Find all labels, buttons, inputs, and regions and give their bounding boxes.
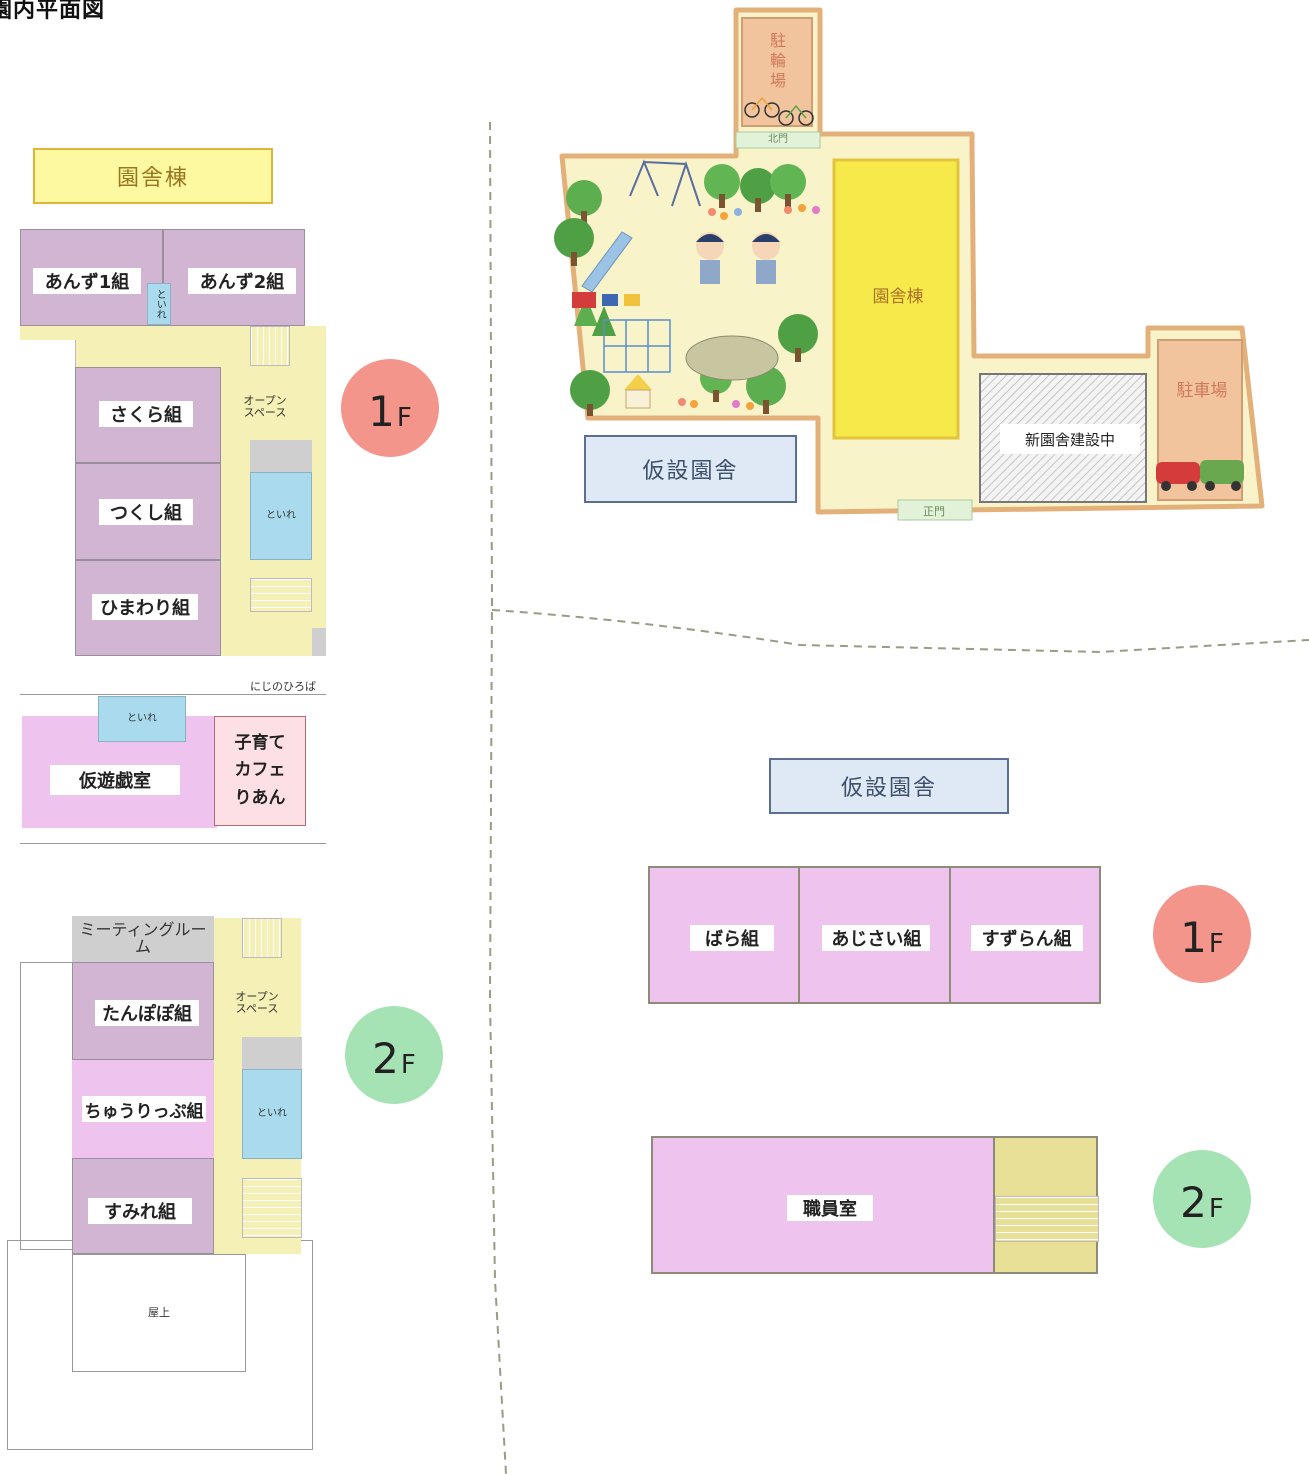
badge-number: 1 [1180,913,1207,962]
label-site-main-building: 園舎棟 [872,287,924,308]
site-map-illustration [554,7,1265,521]
label-tulip: ちゅうりっぷ組 [82,1096,206,1122]
badge-number: 1 [368,387,395,436]
room-suzuran: すずらん組 [950,868,1099,1002]
badge-number: 2 [1180,1178,1207,1227]
toy-train [572,292,640,308]
label-north-gate[interactable]: 北門 [768,133,788,145]
label-playroom: 仮遊戯室 [50,765,180,795]
stairs-2f [242,1178,302,1238]
stairs-temp-2f [995,1138,1099,1272]
storage-2f [242,1037,302,1069]
label-ajisai: あじさい組 [822,925,931,951]
badge-unit: F [1208,1194,1224,1225]
badge-unit: F [396,403,412,434]
label-bicycle-parking: 駐 輪 場 [769,31,786,90]
label-bara: ばら組 [690,925,774,951]
temp-building-2f-plan: 職員室 [651,1136,1099,1274]
main-gate-mark [897,499,973,521]
badge-temp-2f: 2 F [1153,1150,1251,1248]
toilet-right: といれ [250,472,312,560]
stairs-1f [250,578,312,612]
temp-building-1f-plan: ばら組 あじさい組 すずらん組 [648,866,1101,1004]
room-bara: ばら組 [650,868,801,1002]
badge-unit: F [400,1050,416,1081]
badge-main-1f: 1 F [341,359,439,457]
main-building-block [832,158,960,440]
north-gate-mark [735,131,821,149]
label-car-parking: 駐車場 [1176,381,1228,402]
badge-main-2f: 2 F [345,1006,443,1104]
badge-number: 2 [372,1034,399,1083]
niji-no-hiroba: にじのひろば [250,680,316,694]
label-tanpopo: たんぽぽ組 [95,1000,199,1026]
label-sumire: すみれ組 [88,1198,192,1224]
room-cafe: 子育て カフェ りあん [214,716,306,826]
label-sakura: さくら組 [99,401,193,427]
stairs-top [250,326,290,366]
cars [1156,460,1244,491]
room-staff: 職員室 [653,1138,995,1272]
badge-unit: F [1208,929,1224,960]
flowers [678,204,820,410]
toilet-top: といれ [147,283,171,325]
outer-wall [20,340,76,656]
badge-temp-1f: 1 F [1153,885,1251,983]
label-site-temp-building: 仮設園舎 [584,435,797,503]
swings [629,159,701,207]
jungle-gym [603,319,671,373]
page-title: 園内平面図 [0,0,106,23]
label-construction: 新園舎建設中 [1000,424,1140,454]
open-space-1f: オープン スペース [243,394,287,419]
outer-outline-2f [20,962,80,1250]
stairs-steps [995,1196,1099,1242]
toilet-bottom: といれ [98,696,186,742]
label-staff: 職員室 [787,1195,873,1221]
label-main-gate[interactable]: 正門 [923,505,945,519]
children [696,232,780,284]
lower-wing-outline [20,694,326,844]
slide [581,231,633,293]
label-himawari: ひまわり組 [92,594,198,620]
room-ajisai: あじさい組 [800,868,951,1002]
bicycles [744,96,814,126]
rooftop: 屋上 [72,1254,246,1372]
label-anzu2: あんず2組 [188,268,296,294]
storage-1f [250,440,312,472]
temp-building-title: 仮設園舎 [769,758,1009,814]
wall-block [312,628,326,656]
label-anzu1: あんず1組 [33,268,141,294]
toilet-2f: といれ [242,1069,302,1159]
label-tsukushi: つくし組 [99,499,193,525]
play-house [624,374,652,409]
room-meeting: ミーティングルーム [72,916,214,962]
sandbox [685,335,779,381]
label-suzuran: すずらん組 [970,925,1083,951]
open-space-2f: オープン スペース [235,990,279,1015]
main-building-title: 園舎棟 [33,148,273,204]
stairs-top-2f [242,918,282,958]
